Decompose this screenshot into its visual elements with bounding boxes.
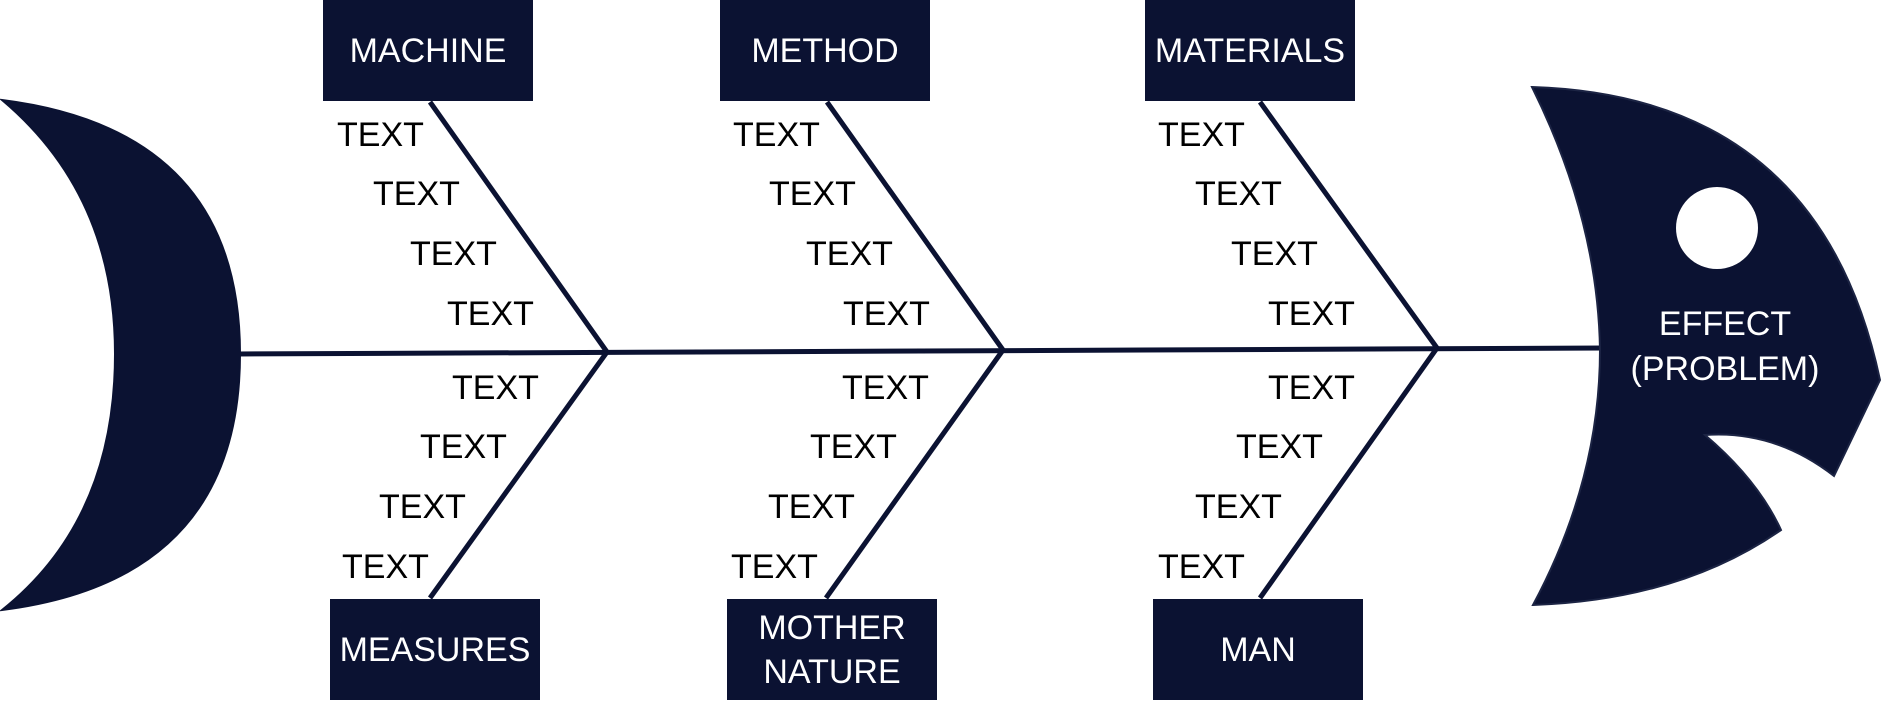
cause-materials-1: TEXT: [1158, 116, 1245, 154]
category-mother-nature-label-line-1: MOTHER: [758, 608, 906, 647]
cause-measures-3: TEXT: [379, 488, 466, 526]
spine: [237, 345, 1606, 357]
category-measures-label: MEASURES: [339, 630, 531, 669]
category-measures: MEASURES: [330, 599, 540, 700]
cause-method-2: TEXT: [769, 175, 856, 213]
cause-method-4: TEXT: [843, 295, 930, 333]
category-man: MAN: [1153, 599, 1363, 700]
cause-mother-nature-1: TEXT: [842, 369, 929, 407]
cause-mother-nature-2: TEXT: [810, 428, 897, 466]
category-mother-nature-label-line-2: NATURE: [763, 652, 901, 691]
cause-method-3: TEXT: [806, 235, 893, 273]
category-materials-label: MATERIALS: [1154, 31, 1346, 70]
fish-tail: [0, 98, 242, 612]
cause-man-4: TEXT: [1158, 548, 1245, 586]
bone-materials: [1257, 100, 1440, 350]
bone-man: [1257, 346, 1440, 600]
cause-mother-nature-4: TEXT: [731, 548, 818, 586]
cause-method-1: TEXT: [733, 116, 820, 154]
cause-measures-2: TEXT: [420, 428, 507, 466]
fish-head: [1530, 85, 1882, 607]
bone-method: [824, 100, 1006, 352]
cause-machine-1: TEXT: [337, 116, 424, 154]
effect-label: EFFECT (PROBLEM): [1605, 302, 1845, 392]
category-method: METHOD: [720, 0, 930, 101]
category-machine-label: MACHINE: [349, 31, 507, 70]
category-mother-nature: MOTHER NATURE: [727, 599, 937, 700]
effect-line-2: (PROBLEM): [1630, 350, 1820, 388]
cause-man-3: TEXT: [1195, 488, 1282, 526]
category-man-label: MAN: [1220, 630, 1296, 669]
cause-mother-nature-3: TEXT: [768, 488, 855, 526]
bone-machine: [427, 100, 610, 354]
cause-man-1: TEXT: [1268, 369, 1355, 407]
category-method-label: METHOD: [751, 31, 899, 70]
cause-man-2: TEXT: [1236, 428, 1323, 466]
cause-materials-2: TEXT: [1195, 175, 1282, 213]
bone-measures: [427, 350, 610, 600]
cause-machine-2: TEXT: [373, 175, 460, 213]
category-materials: MATERIALS: [1145, 0, 1355, 101]
cause-machine-3: TEXT: [410, 235, 497, 273]
cause-materials-4: TEXT: [1268, 295, 1355, 333]
bone-mother-nature: [823, 348, 1006, 600]
effect-line-1: EFFECT: [1658, 305, 1792, 343]
cause-materials-3: TEXT: [1231, 235, 1318, 273]
cause-measures-4: TEXT: [342, 548, 429, 586]
category-machine: MACHINE: [323, 0, 533, 101]
cause-measures-1: TEXT: [452, 369, 539, 407]
cause-machine-4: TEXT: [447, 295, 534, 333]
fish-eye: [1676, 187, 1758, 269]
